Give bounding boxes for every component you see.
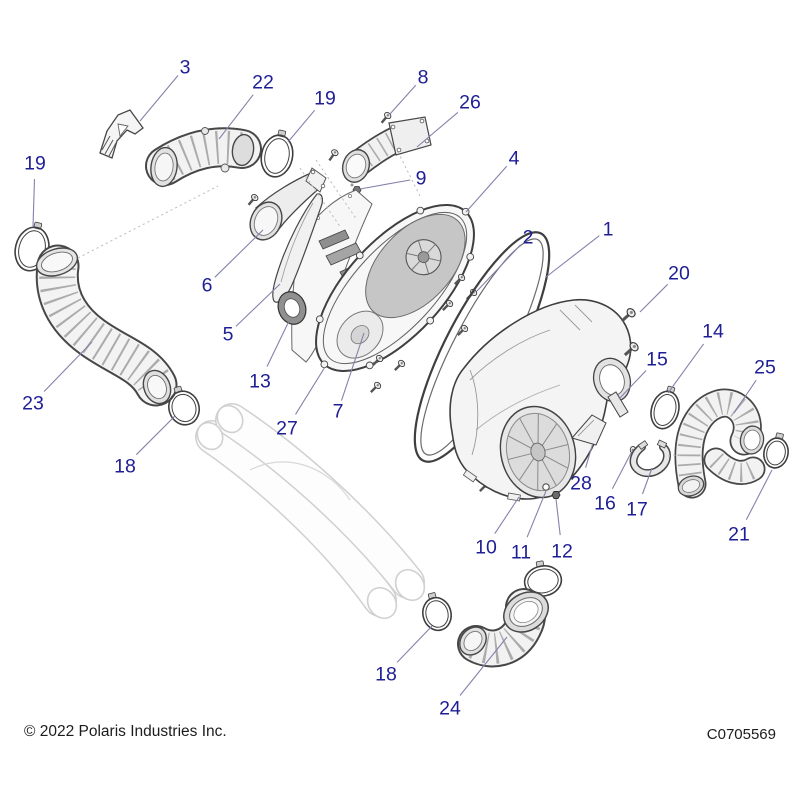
leader-line-3 (139, 75, 179, 122)
leader-line-13 (266, 320, 290, 367)
leader-line-18 (396, 625, 433, 663)
callout-20: 20 (668, 263, 690, 285)
callout-17: 17 (626, 499, 648, 521)
hose-clamp-part-21 (763, 432, 789, 469)
funnel-duct-part-6 (249, 167, 327, 241)
callout-12: 12 (551, 541, 573, 563)
callout-22: 22 (252, 72, 274, 94)
callout-1: 1 (603, 219, 614, 241)
seal-part-13 (277, 291, 307, 325)
leader-line-14 (667, 343, 705, 394)
nut-part-12 (551, 491, 561, 499)
callout-8: 8 (418, 67, 429, 89)
bracket-clamp-part-17 (629, 439, 671, 478)
elbow-duct-part-24 (457, 588, 549, 668)
washer-part-11 (542, 483, 550, 491)
callout-2: 2 (523, 227, 534, 249)
outlet-duct-part-22 (145, 127, 262, 188)
hose-clamp-18-bottom (422, 592, 452, 632)
leader-line-7 (340, 332, 365, 401)
leader-line-12 (555, 498, 561, 536)
callout-15: 15 (646, 349, 668, 371)
leader-line-8 (389, 84, 417, 115)
leader-line-21 (745, 469, 773, 521)
hose-clamp-above-24 (523, 560, 563, 597)
callout-11: 11 (511, 542, 531, 564)
callout-18: 18 (114, 456, 136, 478)
leader-line-16 (611, 452, 632, 490)
callout-5: 5 (223, 324, 234, 346)
leader-line-10 (494, 496, 520, 534)
callout-28: 28 (570, 473, 592, 495)
screw (244, 192, 261, 209)
leader-line-23 (43, 341, 93, 392)
bracket-part-3 (99, 109, 144, 159)
leader-line-5 (235, 283, 281, 327)
copyright-text: © 2022 Polaris Industries Inc. (24, 723, 227, 740)
inner-clutch-cover-part-10 (449, 298, 632, 502)
callout-27: 27 (276, 418, 298, 440)
callout-14: 14 (702, 321, 724, 343)
hose-clamp-18-left (167, 385, 201, 426)
callout-6: 6 (202, 275, 213, 297)
leader-line-2 (476, 244, 521, 292)
leader-line-19 (32, 178, 36, 228)
leader-line-27 (295, 366, 326, 415)
callout-10: 10 (475, 537, 497, 559)
callout-13: 13 (249, 371, 271, 393)
leader-line-9 (359, 179, 411, 190)
callout-18: 18 (375, 664, 397, 686)
leader-line-11 (526, 490, 547, 538)
outer-clutch-cover-part-4 (315, 204, 475, 372)
elbow-duct-part-25 (674, 388, 766, 499)
callout-21: 21 (728, 524, 750, 546)
leader-line-19 (287, 109, 316, 143)
callout-19: 19 (314, 88, 336, 110)
wedge-part-28 (571, 414, 607, 446)
callout-23: 23 (22, 393, 44, 415)
leader-line-6 (214, 229, 264, 278)
callout-4: 4 (509, 148, 520, 170)
leader-line-25 (733, 379, 757, 414)
callout-24: 24 (439, 698, 461, 720)
hose-clamp-part-14 (650, 385, 680, 430)
leader-line-22 (218, 94, 254, 140)
leader-line-18 (135, 415, 176, 456)
hose-clamp-19-top (260, 129, 294, 178)
leader-line-15 (618, 370, 647, 400)
leader-line-17 (641, 467, 653, 495)
leader-line-1 (545, 235, 600, 278)
leader-line-4 (465, 165, 508, 213)
callout-9: 9 (416, 168, 427, 190)
leader-line-24 (459, 636, 508, 696)
strip-part-15 (607, 391, 629, 418)
callout-7: 7 (333, 401, 344, 423)
intake-hose-part-23 (35, 244, 178, 407)
callout-19: 19 (24, 153, 46, 175)
callout-26: 26 (459, 92, 481, 114)
leader-line-28 (585, 442, 594, 468)
leader-line-20 (639, 283, 669, 313)
callout-25: 25 (754, 357, 776, 379)
inlet-duct-part-26 (341, 116, 432, 183)
callout-3: 3 (180, 57, 191, 79)
document-code: C0705569 (706, 726, 776, 743)
leader-line-26 (416, 111, 459, 148)
ghost-frame-tubes (195, 403, 426, 620)
screw (325, 147, 341, 164)
assembly-dotted-lines (77, 151, 685, 457)
callout-16: 16 (594, 493, 616, 515)
